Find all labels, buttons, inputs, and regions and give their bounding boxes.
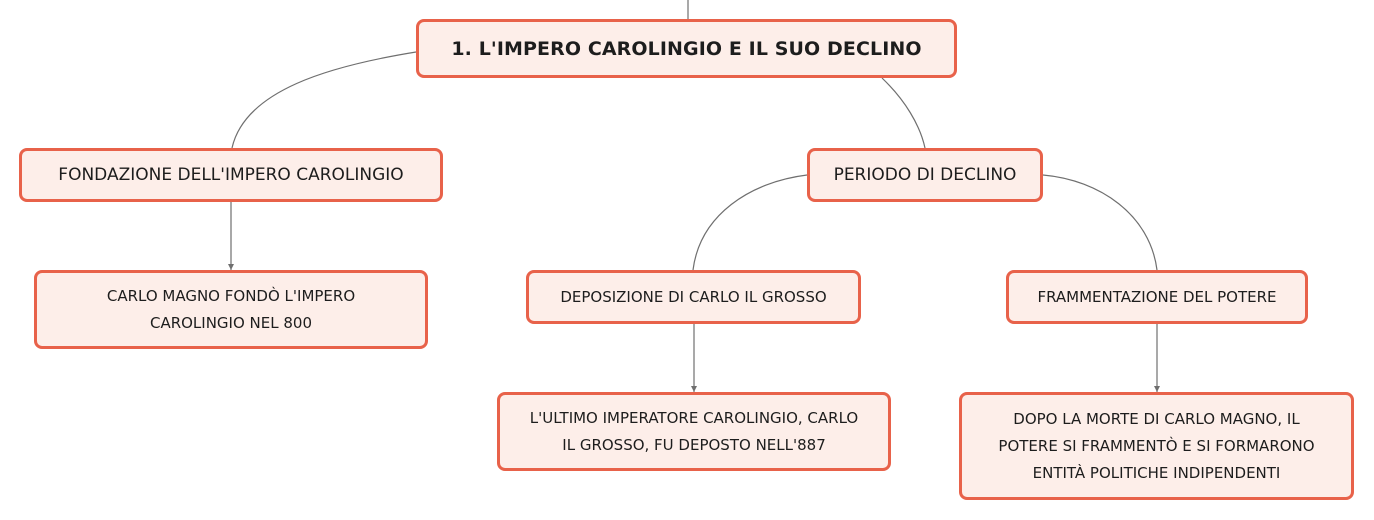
connector-root-to-fondazione bbox=[231, 51, 417, 149]
node-ultimo-imperatore[interactable]: L'ULTIMO IMPERATORE CAROLINGIO, CARLO IL… bbox=[497, 392, 891, 471]
node-ultimo-imperatore-text: L'ULTIMO IMPERATORE CAROLINGIO, CARLO IL… bbox=[530, 405, 858, 459]
arrowhead-deposizione-to-ultimo bbox=[691, 386, 697, 392]
root-node-label: 1. L'IMPERO CAROLINGIO E IL SUO DECLINO bbox=[451, 37, 922, 60]
root-node[interactable]: 1. L'IMPERO CAROLINGIO E IL SUO DECLINO bbox=[416, 19, 957, 78]
node-frammentazione[interactable]: FRAMMENTAZIONE DEL POTERE bbox=[1006, 270, 1308, 324]
node-periodo-declino-label: PERIODO DI DECLINO bbox=[833, 165, 1017, 185]
arrowhead-fondazione-to-carlo bbox=[228, 264, 234, 270]
node-dopo-la-morte[interactable]: DOPO LA MORTE DI CARLO MAGNO, IL POTERE … bbox=[959, 392, 1354, 500]
text-line: DOPO LA MORTE DI CARLO MAGNO, IL bbox=[1013, 409, 1300, 428]
connector-declino-to-deposizione bbox=[692, 174, 808, 271]
text-line: IL GROSSO, FU DEPOSTO NELL'887 bbox=[562, 435, 826, 454]
node-periodo-declino[interactable]: PERIODO DI DECLINO bbox=[807, 148, 1043, 202]
text-line: ENTITÀ POLITICHE INDIPENDENTI bbox=[1032, 463, 1281, 482]
text-line: CARLO MAGNO FONDÒ L'IMPERO bbox=[106, 286, 356, 305]
node-fondazione-label: FONDAZIONE DELL'IMPERO CAROLINGIO bbox=[58, 165, 404, 185]
node-deposizione-label: DEPOSIZIONE DI CARLO IL GROSSO bbox=[560, 288, 827, 306]
arrowhead-frammentazione-to-dopo bbox=[1154, 386, 1160, 392]
node-deposizione[interactable]: DEPOSIZIONE DI CARLO IL GROSSO bbox=[526, 270, 861, 324]
connector-root-to-declino bbox=[881, 77, 926, 149]
text-line: L'ULTIMO IMPERATORE CAROLINGIO, CARLO bbox=[529, 408, 859, 427]
text-line: CAROLINGIO NEL 800 bbox=[149, 313, 313, 332]
node-carlo-magno-text: CARLO MAGNO FONDÒ L'IMPERO CAROLINGIO NE… bbox=[107, 283, 355, 337]
connector-declino-to-frammentazione bbox=[1042, 174, 1158, 271]
node-dopo-la-morte-text: DOPO LA MORTE DI CARLO MAGNO, IL POTERE … bbox=[998, 406, 1314, 487]
text-line: POTERE SI FRAMMENTÒ E SI FORMARONO bbox=[998, 436, 1315, 455]
node-fondazione[interactable]: FONDAZIONE DELL'IMPERO CAROLINGIO bbox=[19, 148, 443, 202]
node-carlo-magno[interactable]: CARLO MAGNO FONDÒ L'IMPERO CAROLINGIO NE… bbox=[34, 270, 428, 349]
node-frammentazione-label: FRAMMENTAZIONE DEL POTERE bbox=[1037, 288, 1277, 306]
